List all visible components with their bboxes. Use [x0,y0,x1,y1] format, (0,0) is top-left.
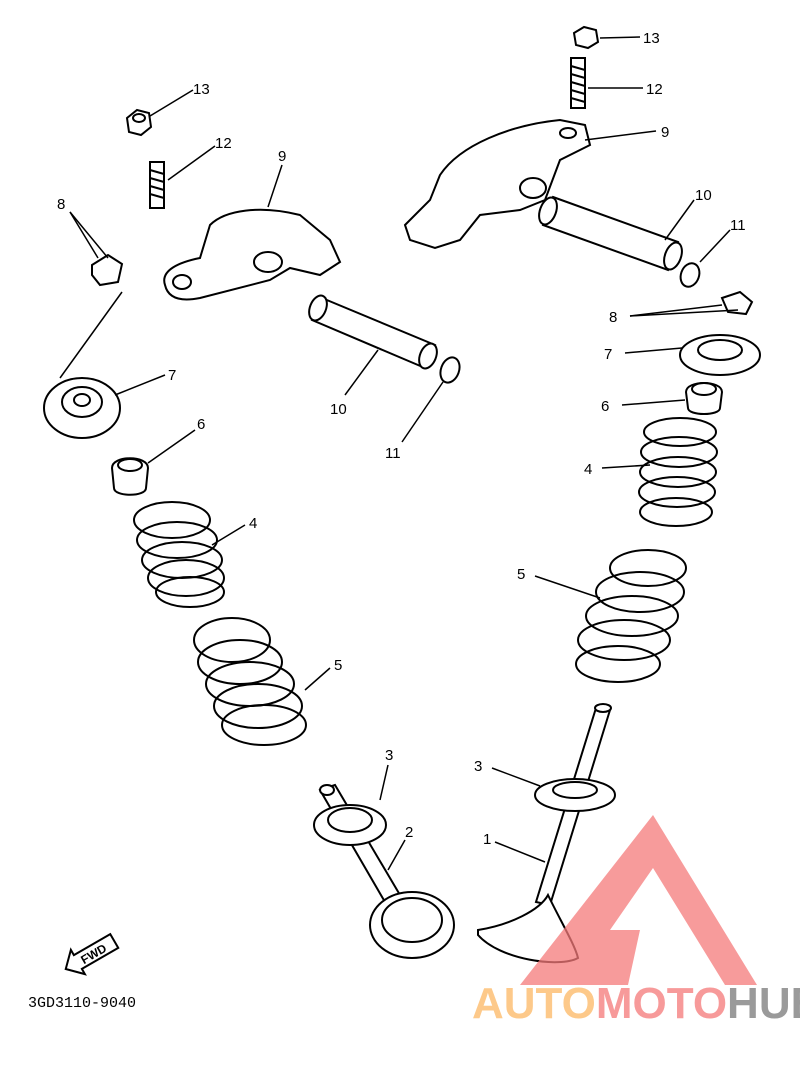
callout-10-left: 10 [330,401,347,418]
watermark-moto: MOTO [596,979,727,1028]
callout-11-right: 11 [730,217,746,234]
callout-3-right: 3 [474,758,482,775]
right-outer-spring-5 [575,549,687,683]
left-spring-seat-3 [313,804,387,846]
part-code: 3GD3110-9040 [28,995,136,1012]
watermark-triangle-icon [520,815,757,985]
callout-11-left: 11 [385,445,401,462]
leader-lines [59,36,739,871]
left-nut-13 [125,108,153,137]
left-valve-seal-6 [110,457,150,496]
left-rocker-shaft-10 [308,294,438,370]
right-adjust-screw-12 [570,57,586,109]
callout-5-left: 5 [334,657,342,674]
right-o-ring-11 [679,262,701,288]
callout-7-right: 7 [604,346,612,363]
left-rocker-arm-9 [163,208,342,301]
callout-5-right: 5 [517,566,525,583]
fwd-arrow-icon: FWD [64,932,120,976]
left-inner-spring-4 [133,501,225,608]
callout-8-left: 8 [57,196,65,213]
callout-9-left: 9 [278,148,286,165]
callout-6-left: 6 [197,416,205,433]
left-adjust-screw-12 [149,161,165,209]
right-inner-spring-4 [638,417,718,527]
callout-4-left: 4 [249,515,257,532]
callout-1-right: 1 [483,831,491,848]
callout-10-right: 10 [695,187,712,204]
callout-9-right: 9 [661,124,669,141]
left-outer-spring-5 [193,617,307,746]
callout-6-right: 6 [601,398,609,415]
watermark-logo [520,815,757,985]
callout-12-left: 12 [215,135,232,152]
callout-7-left: 7 [168,367,176,384]
right-rocker-arm-9 [403,118,592,250]
right-spring-retainer-7 [679,334,761,376]
watermark-hub: HUB [727,979,800,1028]
callout-12-right: 12 [646,81,663,98]
callout-3-left: 3 [385,747,393,764]
right-valve-cotter-8 [720,290,754,316]
right-spring-seat-3 [534,778,616,812]
watermark-auto: AUTO [472,979,596,1028]
left-spring-retainer-7 [43,377,121,439]
right-valve-seal-6 [684,382,724,415]
left-o-ring-11 [439,356,461,384]
watermark-text: AUTOMOTOHUB [472,979,800,1028]
right-rocker-shaft-10 [538,195,683,272]
callout-13-right: 13 [643,30,660,47]
callout-13-left: 13 [193,81,210,98]
callout-2-left: 2 [405,824,413,841]
right-nut-13 [572,25,600,50]
callout-labels: 13 12 9 8 7 10 11 6 4 5 3 2 13 12 9 10 1… [57,30,746,848]
callout-8-right: 8 [609,309,617,326]
callout-4-right: 4 [584,461,592,478]
left-valve-cotter-8 [91,253,124,287]
